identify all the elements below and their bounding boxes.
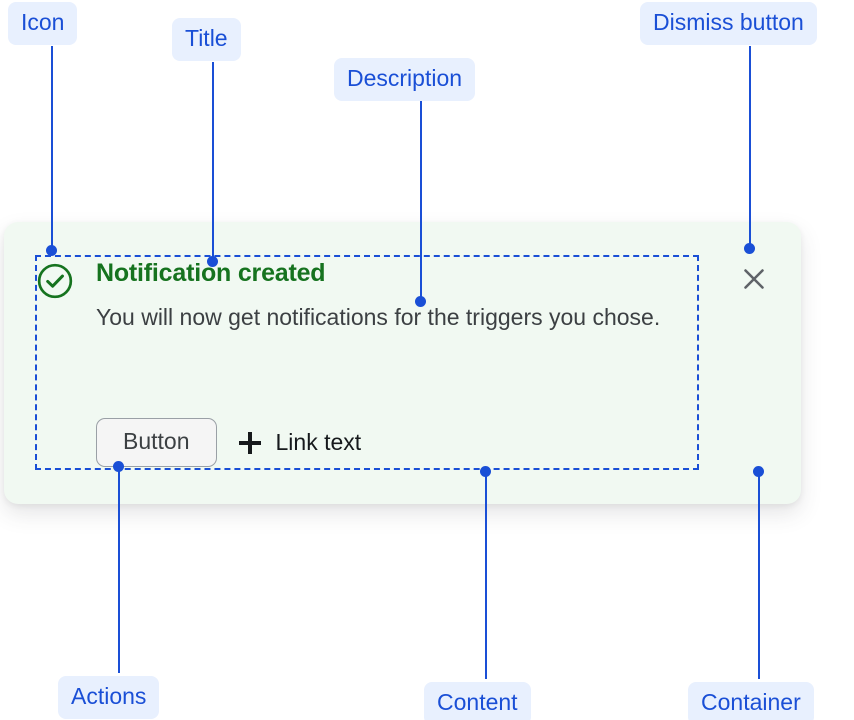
leader-dot-actions [113,461,124,472]
close-icon [744,269,764,289]
leader-line-dismiss [749,46,751,249]
leader-line-description [420,101,422,300]
leader-dot-content [480,466,491,477]
check-circle-icon [36,262,74,300]
annotation-icon-pill: Icon [8,2,78,45]
add-link-action[interactable]: Link text [238,429,362,456]
annotation-description-pill: Description [334,58,476,101]
leader-line-actions [118,466,120,673]
leader-line-icon [51,46,53,250]
notification-description: You will now get notifications for the t… [96,304,661,331]
leader-dot-icon [46,245,57,256]
dismiss-button[interactable] [737,262,771,296]
leader-line-title [212,62,214,260]
notification-actions: Button Link text [96,418,361,467]
notification-card-container: Notification created You will now get no… [4,222,801,504]
annotation-container-pill: Container [688,682,814,720]
annotation-title-pill: Title [172,18,241,61]
leader-line-container [758,472,760,679]
leader-dot-title [207,256,218,267]
leader-dot-dismiss [744,243,755,254]
plus-icon [238,431,261,454]
link-action-label: Link text [275,429,362,455]
leader-line-content [485,472,487,679]
primary-button[interactable]: Button [96,418,217,467]
notification-text-block: Notification created You will now get no… [96,258,696,337]
notification-title: Notification created [96,259,326,287]
leader-dot-container [753,466,764,477]
leader-dot-description [415,296,426,307]
annotation-dismiss-pill: Dismiss button [640,2,817,45]
annotation-actions-pill: Actions [58,676,160,719]
annotation-content-pill: Content [424,682,531,720]
